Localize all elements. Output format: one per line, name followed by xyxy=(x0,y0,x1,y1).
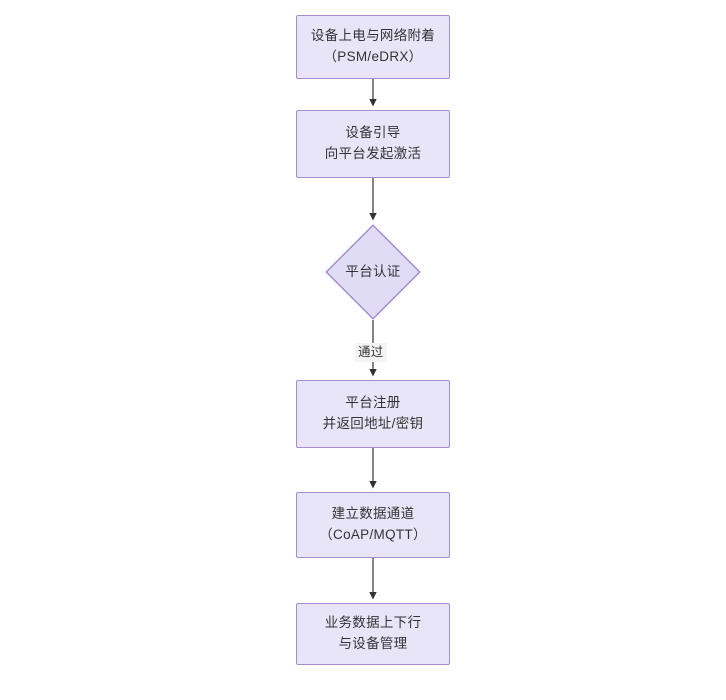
edge-label-text: 通过 xyxy=(358,345,384,359)
node-label: 平台认证 xyxy=(345,263,401,279)
node-business-data-and-management[interactable]: 业务数据上下行 与设备管理 xyxy=(296,603,450,665)
node-platform-registration[interactable]: 平台注册 并返回地址/密钥 xyxy=(296,380,450,448)
node-label: 设备引导 向平台发起激活 xyxy=(324,125,422,161)
node-platform-authentication[interactable]: 平台认证 xyxy=(325,224,421,320)
node-label: 平台注册 并返回地址/密钥 xyxy=(322,395,424,431)
node-device-power-on[interactable]: 设备上电与网络附着 （PSM/eDRX） xyxy=(296,15,450,79)
node-establish-data-channel[interactable]: 建立数据通道 （CoAP/MQTT） xyxy=(296,492,450,558)
edge-label-pass: 通过 xyxy=(355,343,387,362)
node-label: 建立数据通道 （CoAP/MQTT） xyxy=(319,506,427,542)
node-label: 设备上电与网络附着 （PSM/eDRX） xyxy=(310,28,436,64)
node-label: 业务数据上下行 与设备管理 xyxy=(324,615,422,651)
diamond-shape xyxy=(325,224,421,320)
node-device-bootstrap[interactable]: 设备引导 向平台发起激活 xyxy=(296,110,450,178)
